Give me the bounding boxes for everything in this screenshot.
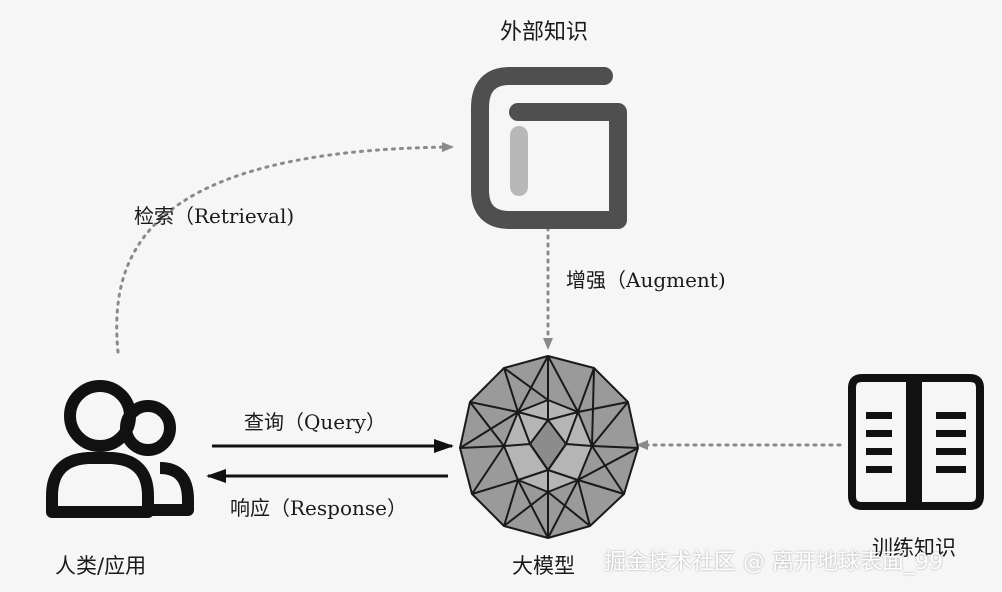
human-app-label: 人类/应用 xyxy=(55,554,147,578)
polyhedron-icon xyxy=(459,355,639,539)
open-book-icon xyxy=(848,374,984,510)
query-label: 查询（Query） xyxy=(244,410,386,434)
book-cover-icon xyxy=(471,67,627,229)
watermark-text: 掘金技术社区 @ 离开地球表面_99 xyxy=(604,550,943,575)
training-knowledge-label: 训练知识 xyxy=(872,536,956,560)
retrieval-label: 检索（Retrieval) xyxy=(134,204,295,228)
users-icon xyxy=(46,380,194,518)
response-label: 响应（Response） xyxy=(230,496,407,520)
augment-label: 增强（Augment) xyxy=(566,268,726,292)
llm-label: 大模型 xyxy=(512,554,575,578)
retrieval-arrow xyxy=(115,142,454,354)
external-knowledge-label: 外部知识 xyxy=(500,20,589,45)
